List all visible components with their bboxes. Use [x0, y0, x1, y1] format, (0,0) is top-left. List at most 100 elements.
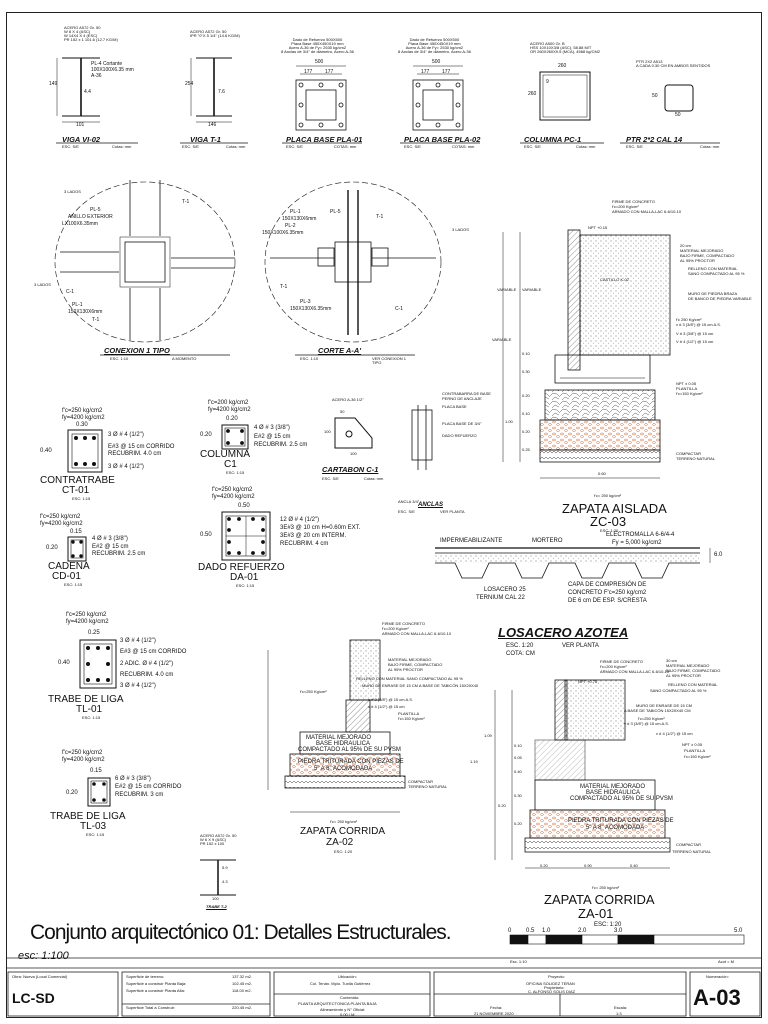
cartabon-dim: 100 [324, 429, 331, 434]
tb-acot-label: Alineamiento y N° Oficial: [320, 1007, 366, 1012]
zc03-label: V # 4 (1/2") @ 15 cm [676, 339, 714, 344]
za01-label: MATERIAL MEJORADO [666, 663, 710, 668]
za01-label: v # 3 (3/8") @ 15 cm A.S. [624, 721, 670, 726]
tb-area-label: Superficie de terreno: [126, 974, 165, 979]
ct01-note: E#3 @ 15 cm CORRIDO [108, 444, 175, 450]
viga-t1-esc: ESC. S/E [182, 144, 199, 149]
losacero-esc: ESC. 1:20 [506, 643, 534, 649]
conexion-label: PL-1 [72, 302, 83, 308]
tb-obra: Obra: Nueva (Local Comercial) [12, 974, 68, 979]
tb-code: LC-SD [12, 990, 55, 1006]
tl03-note: 6 Ø # 3 (3/8") [115, 776, 151, 782]
corte-label: 150X130X6mm [282, 216, 317, 222]
tb-acot: 0.00 / M [340, 1012, 355, 1017]
pla02-units: COTAS: mm [452, 144, 475, 149]
viga-t1-units: Cotas: mm [226, 144, 246, 149]
za02-label: ARMADO CON MALLA-LAC 6-6/10-10 [382, 631, 452, 636]
da01-code: DA-01 [230, 572, 259, 583]
cartabon-spec: ACERO A-36 1/2" [332, 397, 364, 402]
anclas-label: CONTRABARRA DE BASE [442, 391, 491, 396]
za01-dim: 0.20 [514, 821, 522, 826]
ct01-dim-w: 0.30 [76, 422, 88, 428]
zc03-dim: VARIABLE [522, 287, 542, 292]
tb-contenido-label: Contenido: [340, 995, 360, 1000]
zc03-dim: 0.30 [522, 369, 530, 374]
t2-dim: 5.9 [222, 865, 228, 870]
za02-fc: f'c= 250 kg/cm² [330, 819, 358, 824]
tl01-fy: fy=4200 kg/cm2 [66, 619, 109, 625]
zc03-label: NPT ± 0.05 [676, 381, 697, 386]
tb-area-label: Superficie a construir Planta Alta: [126, 988, 185, 993]
za02-label: f'c=200 Kg/cm² [382, 626, 409, 631]
za01-title: ZAPATA CORRIDA [544, 892, 655, 907]
za01-label: f'c=250 Kg/cm² [638, 716, 665, 721]
pla02-title: PLACA BASE PLA-02 [404, 135, 481, 144]
za01-code: ZA-01 [578, 906, 614, 921]
viga-vi02-plate: PL-4 Cortante [91, 61, 123, 67]
c1-dim-w: 0.20 [226, 416, 238, 422]
tl01-fc: f'c=250 kg/cm2 [66, 612, 107, 618]
scale-tick: 3.0 [614, 928, 623, 934]
c1-note: RECUBRIM. 2.5 cm [254, 442, 308, 448]
tl03-dim-h: 0.20 [66, 790, 78, 796]
da01-note: 12 Ø # 4 (1/2") [280, 517, 320, 523]
pc1-dim-left: 260 [528, 91, 537, 97]
conexion-label: T-1 [182, 199, 190, 205]
trabe-liga-tl03-drawing [87, 777, 111, 807]
za02-label: PLANTILLA [398, 711, 420, 716]
za01-label: TERRENO NATURAL [672, 849, 712, 854]
tl03-code: TL-03 [80, 821, 107, 832]
za02-label: BASE HIDRAULICA [316, 741, 371, 747]
anclas-title: ANCLAS [418, 502, 443, 508]
viga-t1-dim-bottom: 146 [208, 122, 217, 128]
tb-ubicacion-label: Ubicación: [338, 974, 357, 979]
ct01-note: 3 Ø # 4 (1/2") [108, 432, 144, 438]
tl03-esc: ESC: 1:15 [86, 832, 105, 837]
cd01-note: E#2 @ 15 cm [92, 544, 129, 550]
tl01-dim-w: 0.25 [88, 630, 100, 636]
zc03-label: CASTILLO K-02 [600, 277, 629, 282]
za01-label: PLANTILLA [684, 748, 706, 753]
ct01-note: 3 Ø # 4 (1/2") [108, 464, 144, 470]
za01-label: MURO DE ENRASE DE 15 CM [636, 703, 693, 708]
losacero-label: LOSACERO 25 [484, 587, 526, 593]
trabe-liga-tl01-drawing [79, 639, 117, 689]
losacero-label: TERNIUM CAL 22 [476, 595, 525, 601]
da01-dim-w: 0.50 [238, 503, 250, 509]
anclas-note: VER PLANTA [440, 509, 465, 514]
zc03-label: MATERIAL MEJORADO [680, 248, 724, 253]
conexion-note: A MOMENTO [172, 356, 197, 361]
zc03-label: ARMADO CON MALLA-LAC 6-6/10-10 [612, 209, 682, 214]
corte-label: PL-3 [300, 299, 311, 305]
scale-bar-graphic [509, 934, 745, 945]
viga-vi02-drawing [56, 57, 100, 123]
pc1-spec: ACERO A500 Gr. B HSS 10X10X3/8 (ASC), 58… [530, 41, 601, 54]
tb-sheet-number: A-03 [693, 985, 741, 1010]
scale-left-label: Esc. 1:10 [510, 959, 527, 964]
viga-vi02-esc: ESC. S/E [62, 144, 79, 149]
za01-dim: 1.09 [484, 733, 492, 738]
za02-label: f'c=150 Kg/cm² [398, 716, 425, 721]
conexion-label: LX100X6.35mm [62, 221, 98, 227]
ct01-fc: f'c=250 kg/cm2 [62, 408, 103, 414]
tb-proyecto-label: Proyecto: [548, 974, 565, 979]
columna-pc1-drawing [539, 71, 591, 121]
zc03-label: f'c=200 Kg/cm² [612, 204, 639, 209]
ct01-fy: fy=4200 kg/cm2 [62, 415, 105, 421]
za01-label: MATERIAL MEJORADO [580, 784, 646, 790]
cd01-fy: fy=4200 kg/cm2 [40, 521, 83, 527]
za01-fc: f'c= 250 kg/cm² [592, 885, 620, 890]
c1-esc: ESC: 1:15 [226, 470, 245, 475]
zc03-label: COMPACTAR [676, 451, 701, 456]
cd01-title: CADENA [48, 561, 90, 572]
za01-label: NPT ± 0.05 [682, 742, 703, 747]
c1-code: C1 [224, 459, 237, 470]
zc03-dim: VARIABLE [492, 337, 512, 342]
placa-base-pla01-drawing [295, 65, 347, 131]
cartabon-title: CARTABON C-1 [322, 465, 379, 474]
anclas-label: PLACA BASE [442, 404, 467, 409]
za01-dim: 0.90 [584, 863, 592, 868]
za02-label: v # 4 (1/2") @ 15 cm [368, 704, 405, 709]
zc03-label: RELLENO CON MATERIAL [688, 266, 738, 271]
